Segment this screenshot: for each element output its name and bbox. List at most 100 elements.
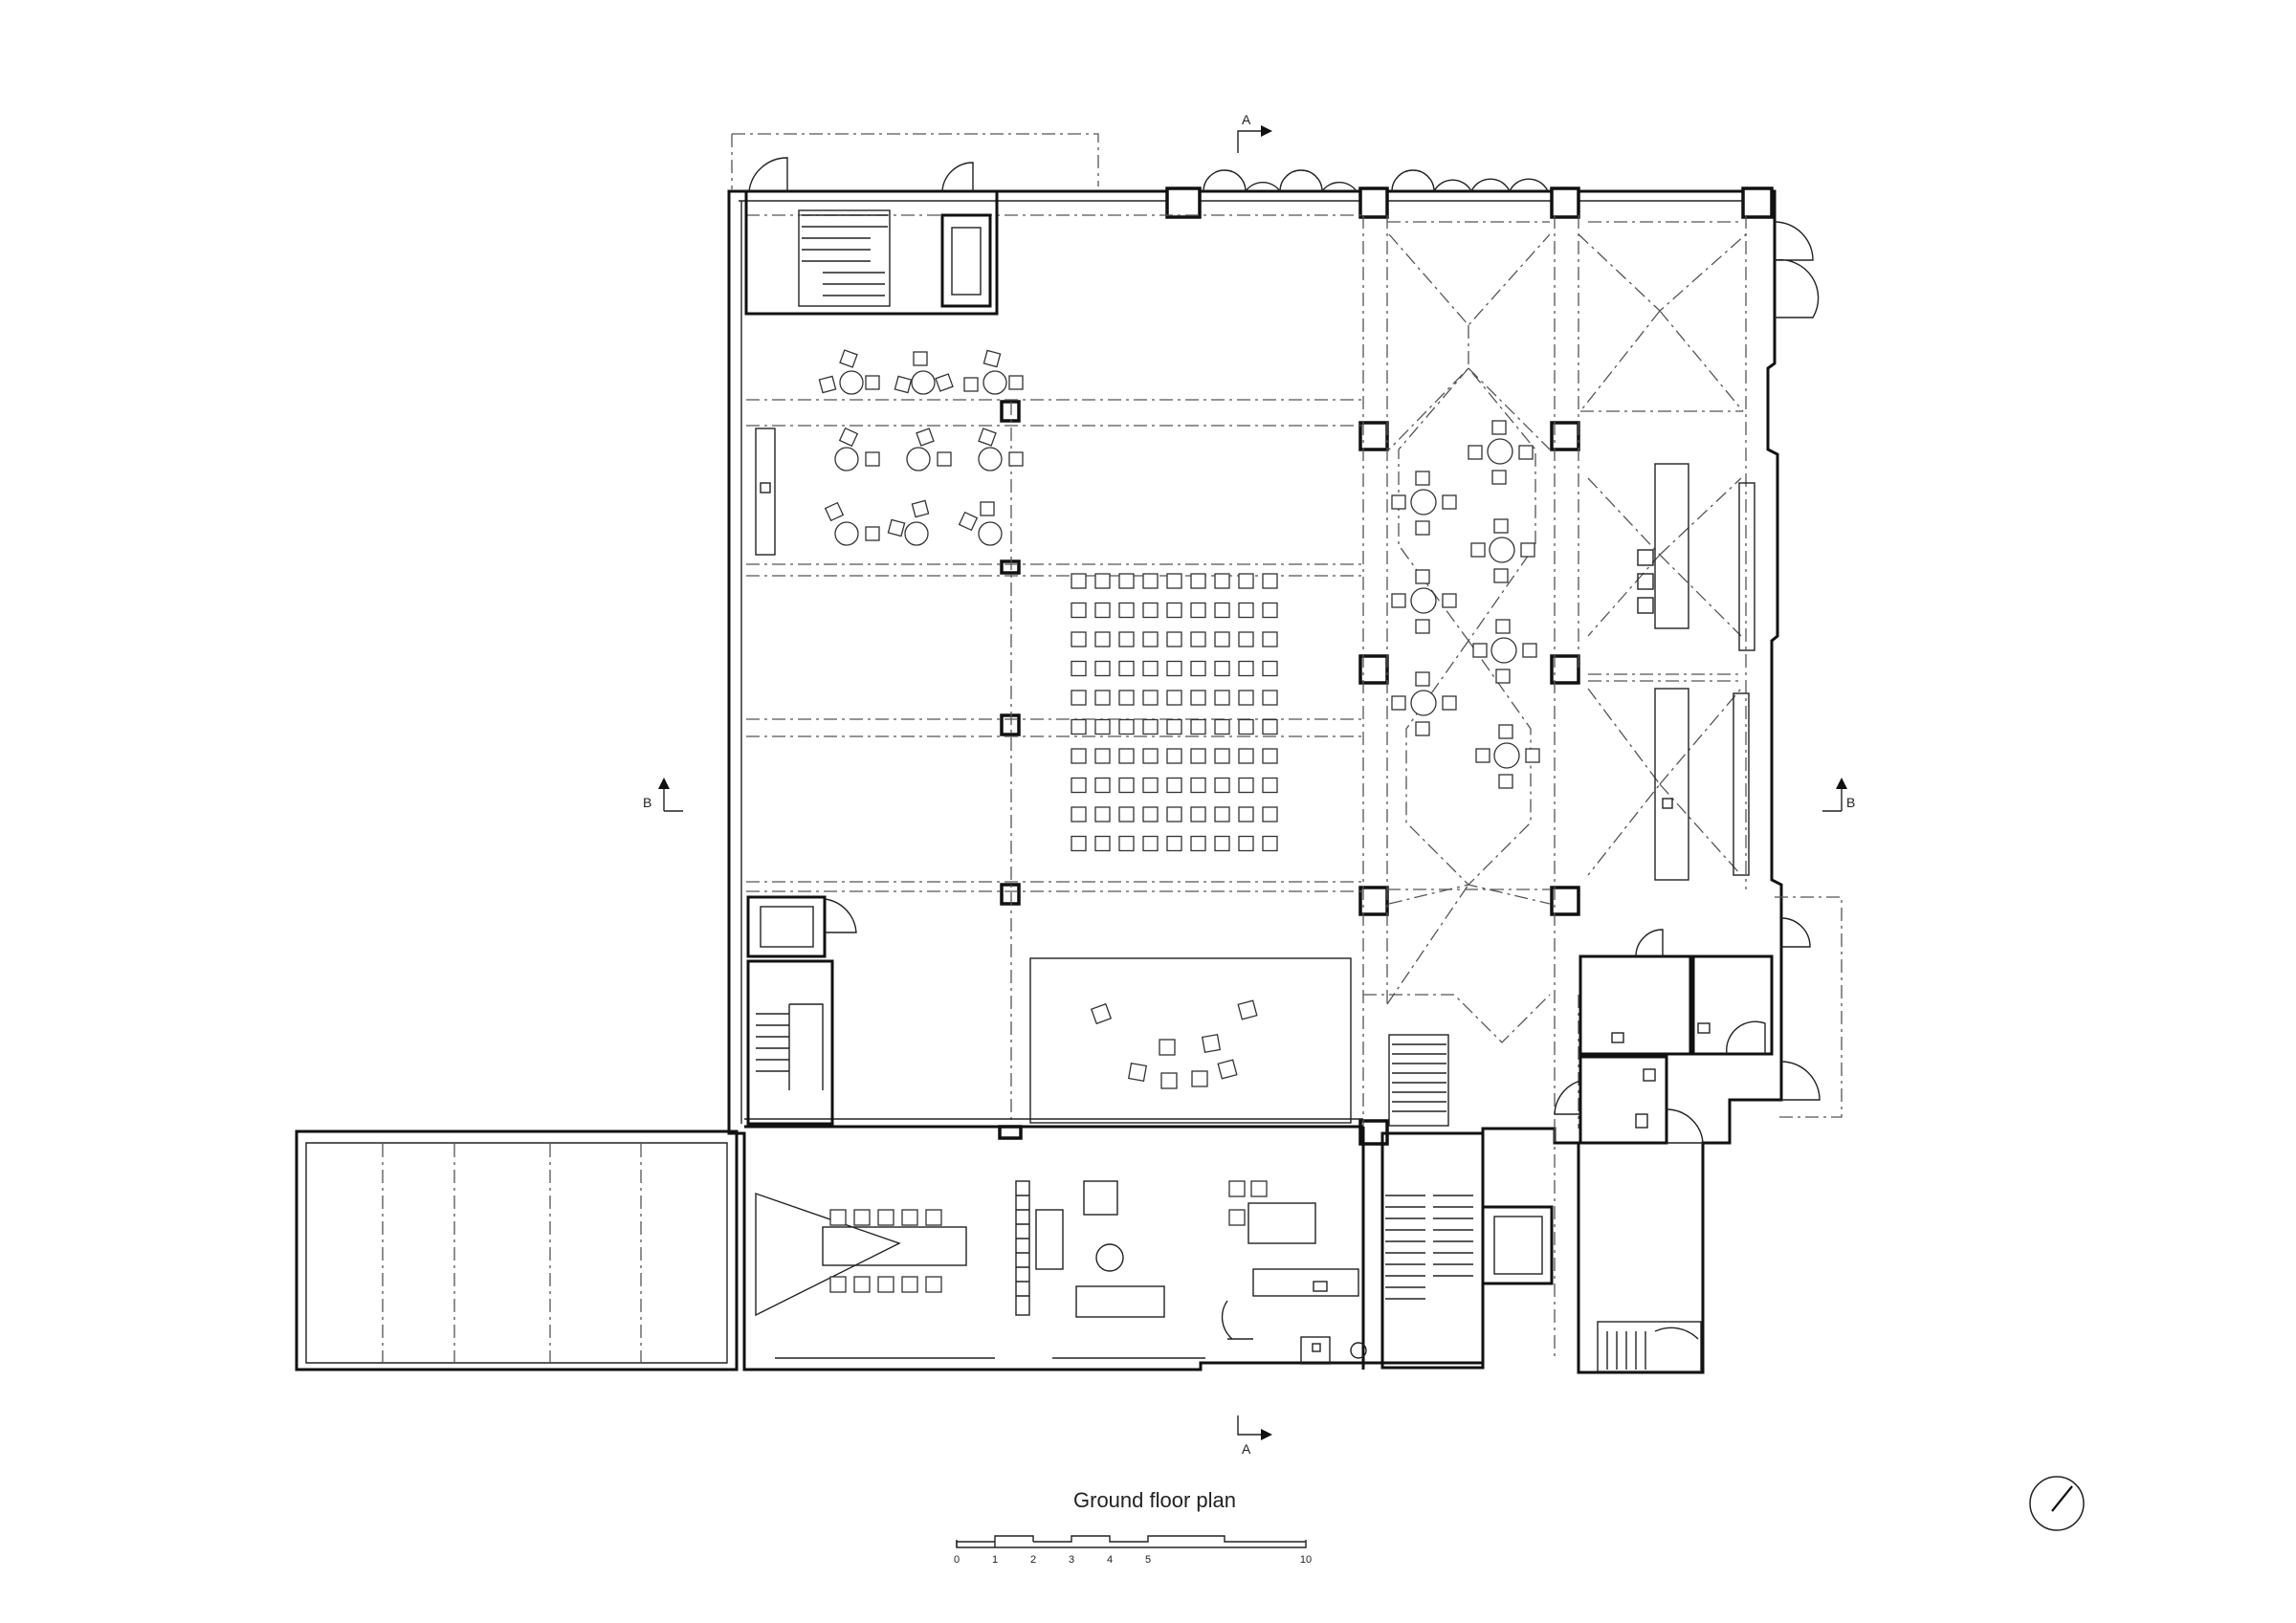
seat: [1190, 602, 1206, 619]
seat: [1262, 806, 1278, 822]
seat: [1214, 835, 1230, 852]
seat: [1166, 718, 1182, 735]
scale-tick-label: 2: [1030, 1554, 1036, 1566]
exterior-walls: [295, 133, 1843, 1374]
scale-tick-label: 10: [1300, 1554, 1312, 1566]
cafe-tables-middle: [1391, 420, 1540, 789]
seat: [1214, 748, 1230, 764]
seat: [1190, 777, 1206, 794]
seat: [1262, 718, 1278, 735]
seat: [1094, 718, 1111, 735]
seat: [1142, 631, 1159, 647]
ceiling-grid: [746, 214, 1747, 1358]
section-mark-b-left: B: [643, 778, 683, 812]
seat: [1166, 748, 1182, 764]
seat: [1166, 602, 1182, 619]
seat: [1238, 573, 1254, 589]
seat: [1118, 835, 1135, 852]
svg-text:B: B: [1846, 795, 1855, 810]
seat: [1166, 806, 1182, 822]
seat: [1094, 690, 1111, 706]
seat: [1238, 631, 1254, 647]
bar-counter: [1637, 463, 1755, 881]
seat: [1166, 690, 1182, 706]
seat: [1071, 631, 1087, 647]
seat: [1118, 806, 1135, 822]
seat: [1214, 602, 1230, 619]
seat: [1262, 777, 1278, 794]
section-mark-a-bottom: A: [1237, 1415, 1272, 1457]
seat: [1238, 806, 1254, 822]
seat: [1094, 748, 1111, 764]
seat: [1071, 835, 1087, 852]
seat: [1142, 660, 1159, 677]
seat: [1118, 718, 1135, 735]
seat: [1214, 631, 1230, 647]
seat: [1190, 748, 1206, 764]
structural-columns: [998, 186, 1774, 1146]
seat: [1166, 660, 1182, 677]
north-folding-doors: [1203, 169, 1821, 1101]
seat: [1190, 690, 1206, 706]
stair-core-north: [744, 157, 999, 316]
seat: [1094, 660, 1111, 677]
cafe-tables: [755, 349, 1024, 556]
seat: [1190, 660, 1206, 677]
seat: [1262, 748, 1278, 764]
seat: [1262, 573, 1278, 589]
seat: [1214, 690, 1230, 706]
stage: [1029, 957, 1352, 1124]
seat: [1094, 631, 1111, 647]
seat: [1166, 573, 1182, 589]
seat: [1118, 777, 1135, 794]
seat: [1118, 573, 1135, 589]
seat: [1238, 835, 1254, 852]
seat: [1262, 835, 1278, 852]
seat: [1166, 835, 1182, 852]
seat: [1118, 602, 1135, 619]
seat: [1214, 777, 1230, 794]
seat: [1071, 602, 1087, 619]
seat: [1190, 573, 1206, 589]
workshop-furniture: [755, 1180, 1367, 1365]
seat: [1071, 690, 1087, 706]
seat: [1142, 835, 1159, 852]
seat: [1071, 718, 1087, 735]
seat: [1214, 718, 1230, 735]
svg-text:A: A: [1242, 1441, 1251, 1457]
seat: [1071, 748, 1087, 764]
seat: [1214, 660, 1230, 677]
seat: [1142, 573, 1159, 589]
seat: [1118, 748, 1135, 764]
seat: [1071, 777, 1087, 794]
seat: [1142, 690, 1159, 706]
north-arrow-icon: [2029, 1476, 2085, 1531]
seat: [1214, 806, 1230, 822]
seat: [1262, 631, 1278, 647]
seat: [1094, 777, 1111, 794]
seat: [1190, 718, 1206, 735]
seat: [1238, 718, 1254, 735]
seat: [1142, 602, 1159, 619]
seat: [1071, 806, 1087, 822]
seat: [1118, 660, 1135, 677]
seat: [1071, 660, 1087, 677]
seat: [1262, 690, 1278, 706]
seat: [1142, 748, 1159, 764]
seat: [1166, 777, 1182, 794]
scale-tick-label: 1: [992, 1554, 998, 1566]
scale-tick-label: 5: [1145, 1554, 1151, 1566]
seat: [1190, 631, 1206, 647]
seat: [1190, 806, 1206, 822]
scale-tick-label: 0: [954, 1554, 960, 1566]
svg-text:B: B: [643, 795, 651, 810]
seat: [1262, 660, 1278, 677]
section-mark-a-top: A: [1237, 112, 1272, 153]
seat: [1142, 806, 1159, 822]
seat: [1238, 777, 1254, 794]
seat: [1118, 690, 1135, 706]
interior-walls: [744, 895, 1774, 1372]
seat: [1262, 602, 1278, 619]
